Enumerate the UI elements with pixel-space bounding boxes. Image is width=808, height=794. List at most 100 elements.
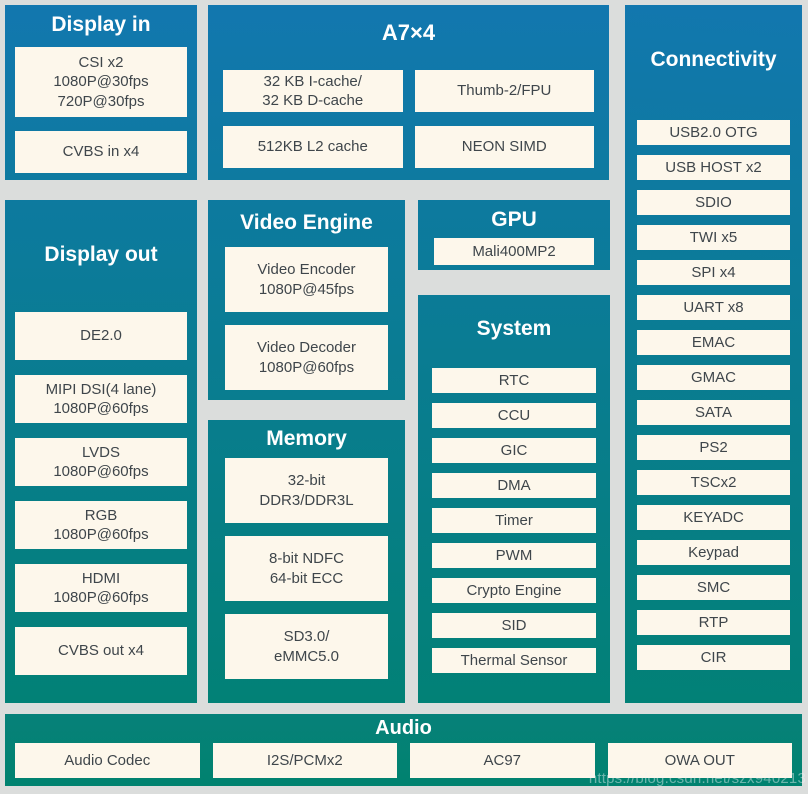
block-item: GMAC bbox=[637, 365, 790, 390]
item-line: 32-bit bbox=[287, 472, 326, 490]
item-line: KEYADC bbox=[683, 508, 744, 526]
item-line: DDR3/DDR3L bbox=[259, 491, 354, 509]
item-line: USB HOST x2 bbox=[665, 158, 762, 176]
item-line: TSCx2 bbox=[690, 473, 737, 491]
item-line: 512KB L2 cache bbox=[257, 138, 368, 156]
block-cpu-a7x4: A7×4 32 KB I-cache/32 KB D-cache Thumb-2/… bbox=[208, 5, 609, 180]
block-item: PS2 bbox=[637, 435, 790, 460]
item-line: SMC bbox=[696, 578, 731, 596]
block-item: CCU bbox=[432, 403, 596, 428]
item-line: MIPI DSI(4 lane) bbox=[45, 380, 157, 398]
block-item: RTC bbox=[432, 368, 596, 393]
item-line: Thumb-2/FPU bbox=[457, 82, 552, 100]
block-item: Thumb-2/FPU bbox=[414, 70, 594, 112]
item-line: CSI x2 bbox=[78, 54, 124, 72]
item-line: TWI x5 bbox=[689, 228, 738, 246]
block-title: Connectivity bbox=[650, 48, 777, 71]
item-line: PS2 bbox=[699, 438, 728, 456]
block-item: PWM bbox=[432, 543, 596, 568]
block-item: SD3.0/eMMC5.0 bbox=[225, 614, 388, 679]
item-line: 32 KB I-cache/ bbox=[263, 72, 362, 90]
block-item: EMAC bbox=[637, 330, 790, 355]
item-line: CIR bbox=[700, 648, 727, 666]
block-items: Mali400MP2 bbox=[418, 238, 610, 265]
block-item: I2S/PCMx2 bbox=[212, 743, 397, 778]
item-line: EMAC bbox=[691, 333, 736, 351]
block-title: Display in bbox=[51, 13, 151, 36]
item-line: 1080P@60fps bbox=[53, 463, 149, 480]
item-line: Video Encoder bbox=[257, 261, 356, 279]
block-item: USB HOST x2 bbox=[637, 155, 790, 180]
item-line: Video Decoder bbox=[257, 339, 356, 357]
block-item: SATA bbox=[637, 400, 790, 425]
item-line: CCU bbox=[497, 406, 531, 424]
item-line: 720P@30fps bbox=[57, 92, 145, 110]
block-title: Display out bbox=[44, 243, 158, 266]
item-line: 64-bit ECC bbox=[269, 569, 344, 587]
block-item: CIR bbox=[637, 645, 790, 670]
block-item: OWA OUT bbox=[607, 743, 792, 778]
item-line: 1080P@45fps bbox=[258, 280, 355, 298]
block-connectivity: Connectivity USB2.0 OTG USB HOST x2 SDIO TW… bbox=[625, 5, 802, 703]
item-line: SATA bbox=[695, 403, 732, 421]
block-item: USB2.0 OTG bbox=[637, 120, 790, 145]
block-item: UART x8 bbox=[637, 295, 790, 320]
block-item: MIPI DSI(4 lane)1080P@60fps bbox=[15, 375, 187, 423]
item-line: CVBS in x4 bbox=[62, 143, 140, 161]
item-line: GIC bbox=[500, 441, 528, 459]
block-item: Thermal Sensor bbox=[432, 648, 596, 673]
block-item: SDIO bbox=[637, 190, 790, 215]
item-line: RTC bbox=[498, 371, 530, 389]
block-item: AC97 bbox=[410, 743, 595, 778]
block-item: 32 KB I-cache/32 KB D-cache bbox=[223, 70, 403, 112]
item-line: 8-bit NDFC bbox=[268, 550, 344, 568]
block-item: SMC bbox=[637, 575, 790, 600]
block-audio: Audio Audio Codec I2S/PCMx2 AC97 OWA OUT bbox=[5, 714, 802, 786]
item-line: 1080P@30fps bbox=[53, 73, 149, 91]
item-line: UART x8 bbox=[683, 298, 744, 316]
item-line: Timer bbox=[495, 511, 533, 529]
block-items: Audio Codec I2S/PCMx2 AC97 OWA OUT bbox=[5, 743, 802, 778]
item-line: GMAC bbox=[691, 368, 736, 386]
block-item: Mali400MP2 bbox=[434, 238, 594, 265]
block-title: Video Engine bbox=[240, 211, 373, 234]
block-item: TWI x5 bbox=[637, 225, 790, 250]
item-line: DE2.0 bbox=[80, 327, 122, 345]
block-item: 512KB L2 cache bbox=[223, 126, 403, 168]
item-line: PWM bbox=[495, 546, 533, 564]
item-line: USB2.0 OTG bbox=[669, 123, 758, 141]
item-line: I2S/PCMx2 bbox=[266, 751, 343, 769]
item-line: 1080P@60fps bbox=[258, 358, 355, 376]
item-line: 1080P@60fps bbox=[53, 526, 149, 543]
item-line: Mali400MP2 bbox=[472, 242, 556, 260]
block-item: Timer bbox=[432, 508, 596, 533]
item-line: Audio Codec bbox=[64, 751, 151, 769]
item-line: CVBS out x4 bbox=[58, 642, 144, 660]
item-line: Crypto Engine bbox=[466, 581, 562, 599]
block-item: TSCx2 bbox=[637, 470, 790, 495]
block-item: NEON SIMD bbox=[414, 126, 594, 168]
block-gpu: GPU Mali400MP2 bbox=[418, 200, 610, 270]
block-title: Audio bbox=[375, 717, 432, 739]
block-item: KEYADC bbox=[637, 505, 790, 530]
item-line: eMMC5.0 bbox=[273, 647, 340, 665]
item-line: SID bbox=[501, 616, 527, 634]
item-line: NEON SIMD bbox=[461, 138, 547, 156]
block-item: CVBS out x4 bbox=[15, 627, 187, 675]
block-title: A7×4 bbox=[381, 20, 436, 45]
